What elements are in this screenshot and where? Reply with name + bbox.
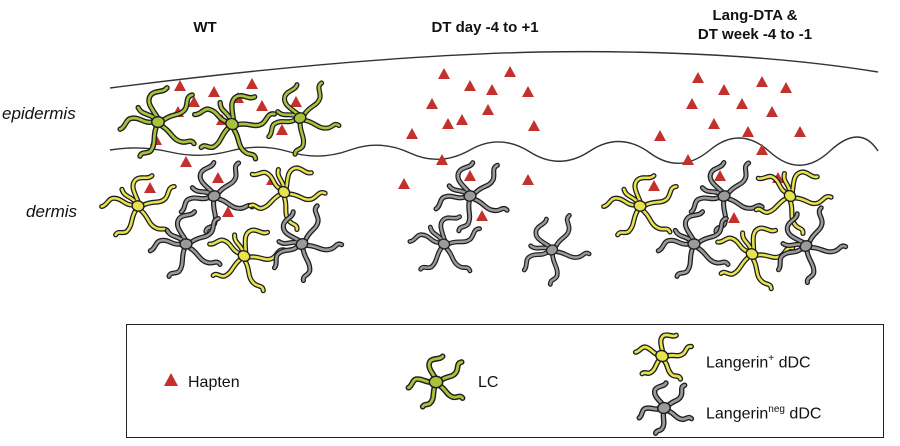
hapten-triangle <box>436 154 448 165</box>
hapten-triangle <box>742 126 754 137</box>
column-title-lang-dta-line1: Lang-DTA & <box>712 7 798 24</box>
hapten-triangle <box>256 100 268 111</box>
hapten-triangle <box>426 98 438 109</box>
legend-langerin-neg-icon <box>634 380 693 436</box>
layer-label-epidermis: epidermis <box>2 104 76 123</box>
hapten-triangle <box>174 80 186 91</box>
hapten-triangle <box>188 96 200 107</box>
legend-label-langerin-neg-base: Langerin <box>706 405 769 423</box>
hapten-triangle <box>212 172 224 183</box>
hapten-triangle <box>406 128 418 139</box>
langerin-neg-dc-cell <box>759 201 852 292</box>
legend-lc-icon <box>408 356 462 406</box>
hapten-triangle <box>756 144 768 155</box>
column-title-lang-dta: Lang-DTA & DT week -4 to -1 <box>655 6 855 44</box>
legend-langerin-pos-icon <box>629 324 694 386</box>
hapten-triangle <box>718 84 730 95</box>
legend-hapten-icon <box>164 373 178 386</box>
legend-label-langerin-pos: Langerin+ dDC <box>706 353 811 372</box>
langerin-pos-dc-cell <box>236 144 331 238</box>
hapten-triangle <box>486 84 498 95</box>
legend-label-lc: LC <box>478 374 499 391</box>
langerin-neg-dc-cell <box>658 212 728 277</box>
legend-label-langerin-neg-suffix: dDC <box>784 405 822 423</box>
langerin-neg-dc-cell <box>429 158 509 234</box>
hapten-triangle <box>208 86 220 97</box>
hapten-triangle <box>504 66 516 77</box>
skin-surface-line <box>109 50 879 89</box>
hapten-triangle <box>522 174 534 185</box>
hapten-triangle <box>528 120 540 131</box>
hapten-triangle <box>442 118 454 129</box>
cell-group <box>97 76 851 301</box>
hapten-triangle <box>686 98 698 109</box>
hapten-triangle <box>522 86 534 97</box>
langerin-neg-dc-cell <box>171 156 255 236</box>
column-title-dt-day: DT day -4 to +1 <box>431 19 539 36</box>
hapten-triangle <box>728 212 740 223</box>
basement-membrane-line <box>109 136 879 166</box>
lc-cell <box>183 77 279 170</box>
langerin-pos-dc-cell <box>705 208 798 299</box>
column-title-lang-dta-line2: DT week -4 to -1 <box>697 26 813 43</box>
legend-icon-group <box>164 324 694 435</box>
hapten-triangle <box>780 82 792 93</box>
lc-cell <box>255 76 343 161</box>
legend-label-langerin-pos-base: Langerin <box>706 354 769 372</box>
langerin-neg-dc-cell <box>681 156 765 236</box>
hapten-triangle <box>482 104 494 115</box>
langerin-neg-dc-cell <box>404 206 483 282</box>
hapten-triangle <box>144 182 156 193</box>
hapten-triangle <box>476 210 488 221</box>
hapten-triangle <box>692 72 704 83</box>
langerin-pos-dc-cell <box>742 148 837 242</box>
legend-label-langerin-pos-suffix: dDC <box>774 354 811 372</box>
hapten-triangle <box>290 96 302 107</box>
hapten-triangle <box>708 118 720 129</box>
legend-label-hapten: Hapten <box>188 374 240 391</box>
hapten-triangle <box>648 180 660 191</box>
legend-label-langerin-pos-sup: + <box>768 353 775 364</box>
legend-label-langerin-neg: Langerinneg dDC <box>706 404 821 423</box>
hapten-triangle <box>682 154 694 165</box>
hapten-triangle <box>714 170 726 181</box>
hapten-triangle <box>456 114 468 125</box>
langerin-neg-dc-cell <box>255 199 348 290</box>
langerin-neg-dc-cell <box>509 209 594 292</box>
hapten-triangle <box>736 98 748 109</box>
hapten-triangle <box>794 126 806 137</box>
hapten-triangle <box>276 124 288 135</box>
hapten-triangle <box>438 68 450 79</box>
hapten-triangle <box>464 80 476 91</box>
lc-cell <box>120 88 194 156</box>
hapten-triangle <box>654 130 666 141</box>
layer-label-dermis: dermis <box>26 202 78 221</box>
hapten-triangle <box>222 206 234 217</box>
hapten-triangle <box>246 78 258 89</box>
langerin-pos-dc-cell <box>197 210 290 301</box>
hapten-triangle <box>398 178 410 189</box>
legend-box <box>126 324 884 438</box>
legend-label-langerin-neg-sup: neg <box>768 404 785 415</box>
hapten-triangle <box>180 156 192 167</box>
column-title-wt: WT <box>193 19 217 36</box>
langerin-neg-dc-cell <box>150 212 220 277</box>
hapten-triangle <box>464 170 476 181</box>
langerin-pos-dc-cell <box>599 168 679 244</box>
langerin-pos-dc-cell <box>97 168 177 244</box>
hapten-triangle <box>766 106 778 117</box>
hapten-triangle <box>756 76 768 87</box>
